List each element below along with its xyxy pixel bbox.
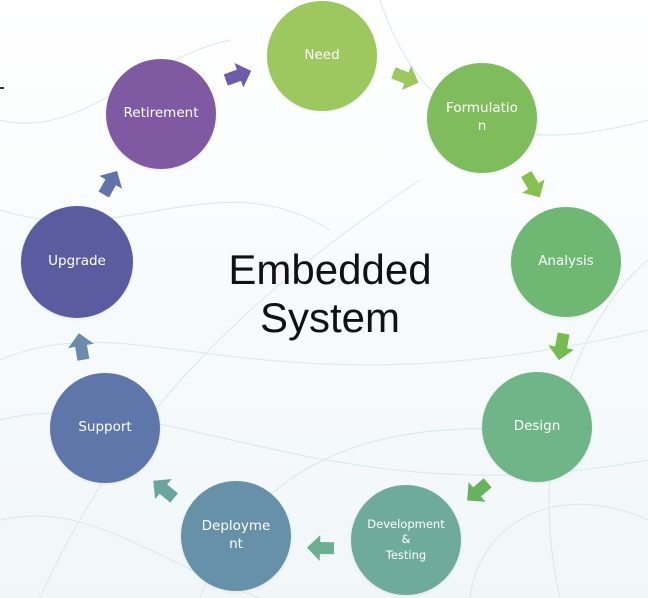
stage-node-8: Upgrade <box>21 206 133 318</box>
flow-arrow-3 <box>548 332 574 361</box>
stage-node-4: Design <box>482 372 592 482</box>
flow-arrow-7 <box>68 333 94 361</box>
flow-arrow-shape <box>153 479 178 503</box>
flow-arrow-4 <box>467 478 492 502</box>
flow-arrow-shape <box>391 65 419 91</box>
flow-arrow-9 <box>223 63 252 88</box>
stage-node-9: Retirement <box>106 59 216 169</box>
arrow-layer <box>68 63 574 561</box>
flow-arrow-shape <box>521 170 545 198</box>
edge-mark <box>0 87 4 89</box>
stage-node-2: Formulatio n <box>427 63 537 173</box>
stage-node-5: Development & Testing <box>351 485 461 595</box>
stage-node-3: Analysis <box>511 207 621 317</box>
flow-arrow-8 <box>98 171 122 198</box>
flow-arrow-shape <box>223 63 252 88</box>
flow-arrow-5 <box>307 534 335 561</box>
flow-arrow-6 <box>153 479 178 503</box>
flow-arrow-shape <box>307 534 335 561</box>
center-title: Embedded System <box>228 246 432 342</box>
flow-arrow-shape <box>68 333 94 361</box>
flow-arrow-shape <box>98 171 122 198</box>
stage-node-7: Support <box>50 373 160 483</box>
stage-node-1: Need <box>267 1 377 111</box>
stage-node-6: Deployme nt <box>181 481 291 591</box>
flow-arrow-1 <box>391 65 419 91</box>
flow-arrow-shape <box>548 332 574 361</box>
flow-arrow-shape <box>467 478 492 502</box>
flow-arrow-2 <box>521 170 545 198</box>
